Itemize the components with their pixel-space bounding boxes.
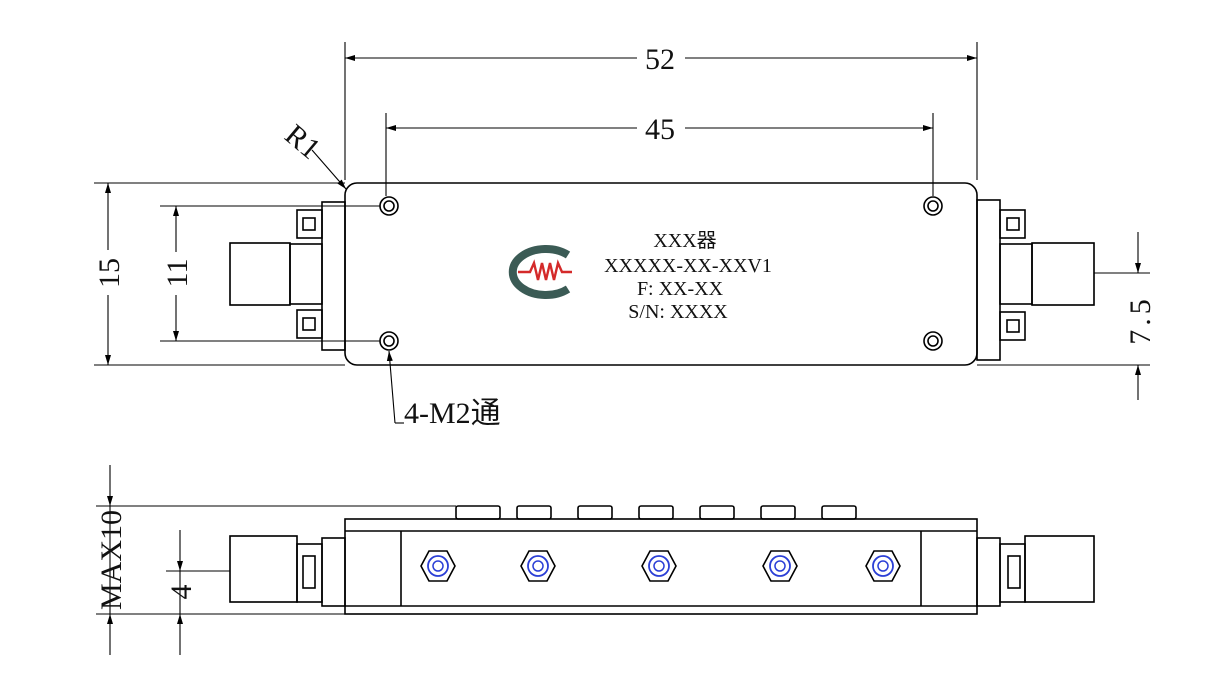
mounting-holes (379, 196, 943, 351)
right-connector-side (976, 535, 1095, 607)
side-view: MAX10 4 (95, 465, 1095, 655)
dimension-overall-length: 52 (344, 42, 978, 180)
tuning-screws (420, 550, 901, 582)
dimension-4-label: 4 (165, 585, 198, 600)
nameplate-line3: F: XX-XX (637, 278, 724, 300)
tuning-screw-1 (420, 550, 456, 582)
dimension-connector-offset: 7.5 (977, 232, 1157, 400)
mounting-hole-top-left (379, 196, 399, 216)
dimension-hole-height: 11 (160, 205, 380, 342)
tuning-screw-heads (455, 505, 857, 520)
nameplate-line4: S/N: XXXX (628, 301, 728, 323)
hole-callout: 4-M2通 (386, 350, 501, 430)
right-connector-top (976, 199, 1095, 361)
dimension-52-label: 52 (645, 43, 675, 76)
tuning-screw-5 (865, 550, 901, 582)
nameplate-line2: XXXXX-XX-XXV1 (604, 255, 772, 277)
tuning-screw-2 (520, 550, 556, 582)
dimension-hole-spacing: 45 (385, 113, 934, 196)
top-view: XXX器 XXXXX-XX-XXV1 F: XX-XX S/N: XXXX 52… (93, 42, 1157, 430)
left-connector-top (229, 201, 346, 351)
dimension-overall-height: 15 (93, 182, 345, 366)
dimension-connector-height: 4 (165, 530, 230, 655)
dimension-45-label: 45 (645, 113, 675, 146)
tuning-screw-3 (641, 550, 677, 582)
dimension-7-5-label: 7.5 (1124, 295, 1157, 345)
dimension-11-label: 11 (161, 259, 194, 288)
corner-radius-callout: R1 (279, 118, 347, 190)
mounting-hole-bottom-left (379, 331, 399, 351)
hole-callout-label: 4-M2通 (404, 397, 501, 430)
tuning-screw-4 (762, 550, 798, 582)
left-connector-side (229, 535, 346, 607)
nameplate-line1: XXX器 (653, 230, 716, 252)
mounting-hole-bottom-right (923, 331, 943, 351)
dimension-max10-label: MAX10 (95, 510, 128, 610)
dimension-max-thickness: MAX10 (95, 465, 456, 655)
company-logo (508, 245, 572, 299)
dimension-15-label: 15 (93, 258, 126, 288)
mounting-hole-top-right (923, 196, 943, 216)
filter-body-side (344, 518, 978, 615)
